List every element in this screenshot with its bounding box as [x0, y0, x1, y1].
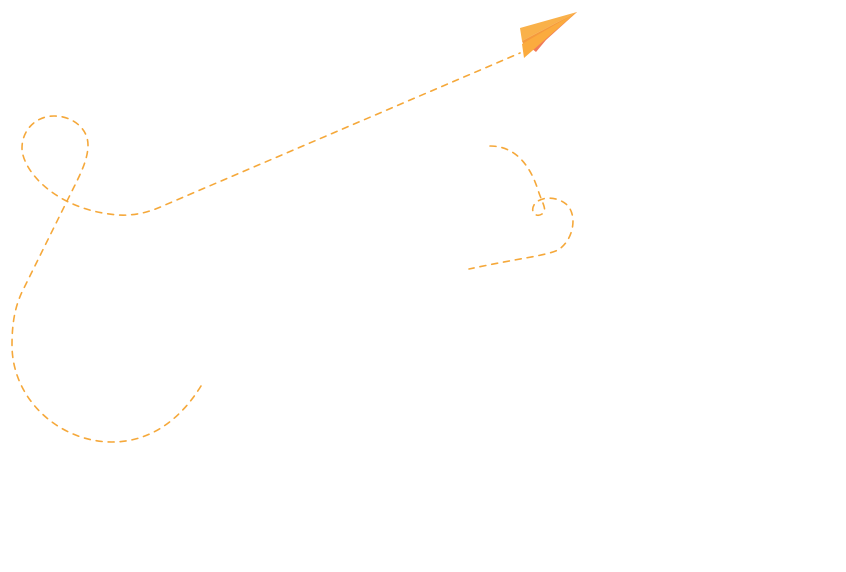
flight-path-loop [468, 145, 574, 270]
plane-top-wing [520, 12, 577, 41]
paper-plane-icon [520, 12, 577, 58]
plane-bottom-wing [522, 12, 577, 58]
flight-path-main [11, 52, 521, 443]
